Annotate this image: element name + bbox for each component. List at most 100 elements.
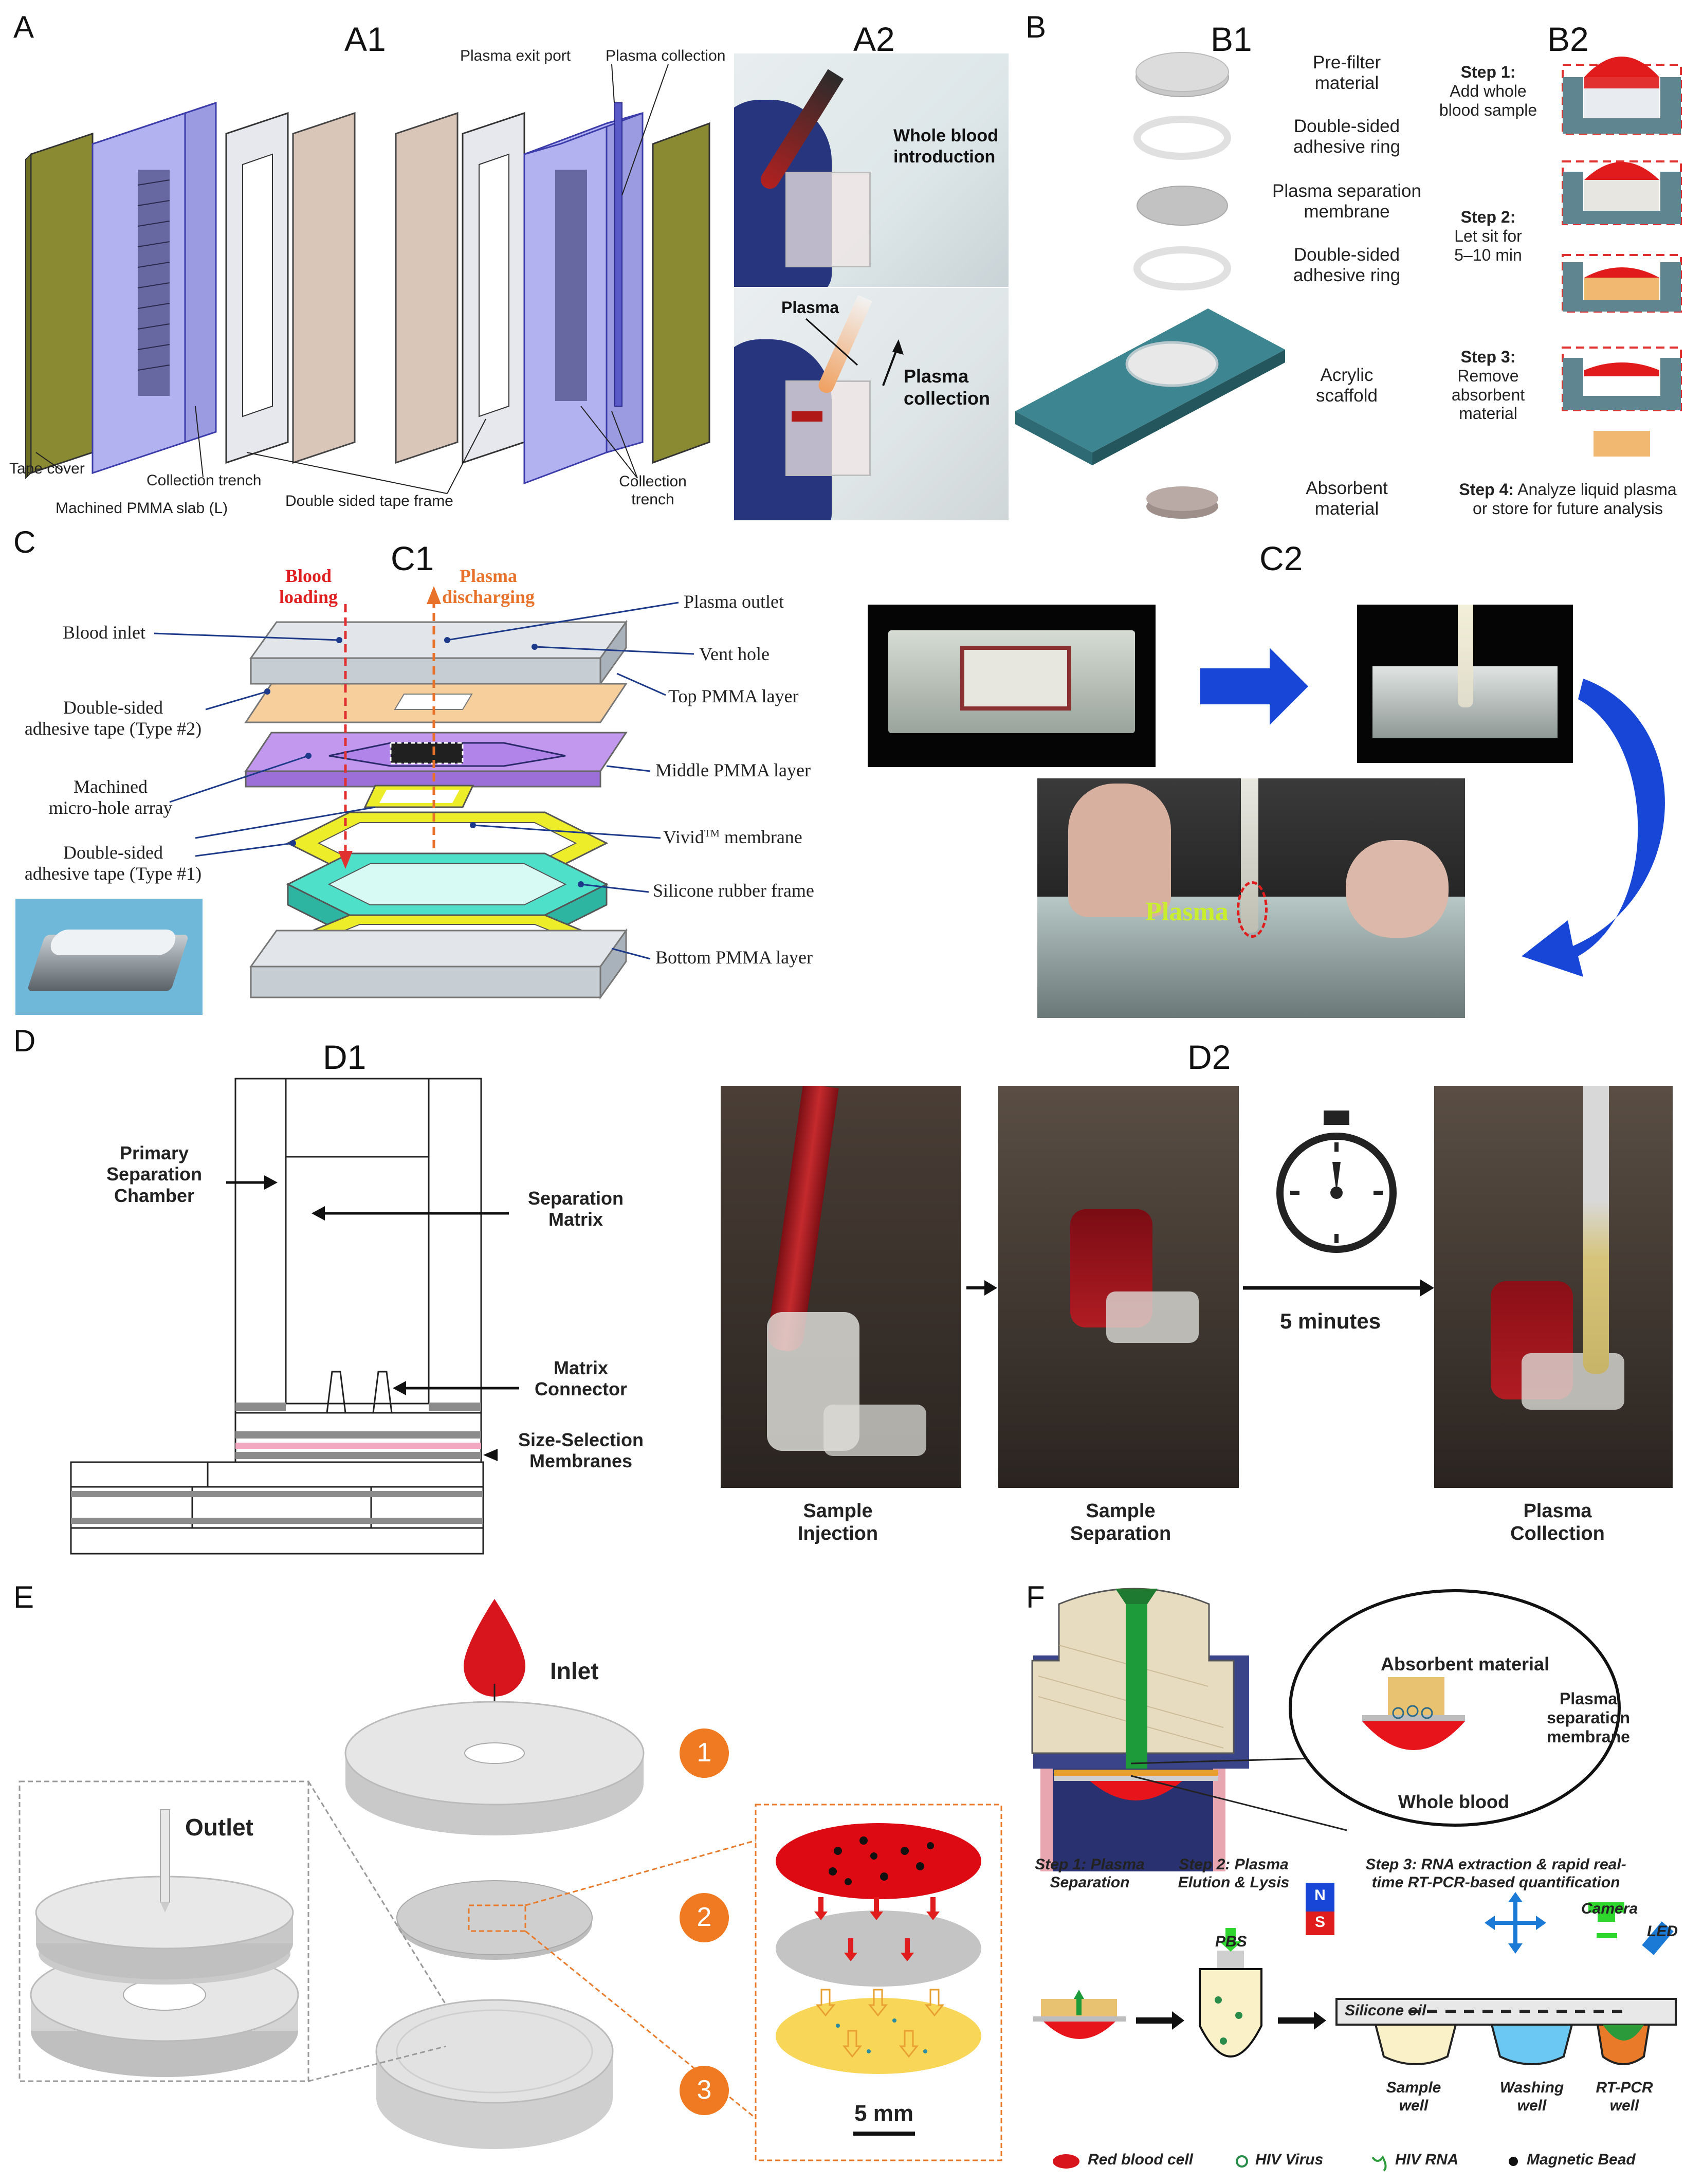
c1-label-tape1-1: Double-sided [63, 842, 163, 863]
f-legend-hiv-rna: HIV RNA [1395, 2151, 1459, 2168]
f-label-psm: Plasma separation membrane [1537, 1689, 1640, 1746]
b2-step2: Step 2: Let sit for 5–10 min [1424, 208, 1552, 264]
b2-step1: Step 1: Add whole blood sample [1424, 63, 1552, 119]
e-label-outlet: Outlet [185, 1814, 253, 1841]
device-red-band [792, 411, 822, 422]
photo-arrows [805, 318, 904, 386]
panel-label-a2: A2 [853, 20, 895, 58]
d1-label-primary-2: Separation [106, 1163, 203, 1185]
b2-device-step1 [1562, 57, 1682, 135]
d2-label-timer: 5 minutes [1280, 1309, 1381, 1333]
photo-d2-sample-separation [998, 1086, 1239, 1488]
b1-layer-absorbent-2: material [1314, 499, 1379, 519]
d2-caption-collection-2: Collection [1510, 1522, 1605, 1544]
f-label-sample-well-1: Sample [1386, 2079, 1441, 2096]
label-plasma-collection: Plasma collection [606, 47, 726, 64]
d1-label-matrix-2: Matrix [548, 1209, 603, 1230]
b2-step3-line2: absorbent [1451, 385, 1525, 404]
b2-step3: Step 3: Remove absorbent material [1424, 348, 1552, 423]
label-collection-trench-left: Collection trench [147, 472, 262, 489]
c1-label-middle-pmma: Middle PMMA layer [655, 760, 811, 780]
d1-label-separation-matrix: Separation Matrix [514, 1188, 637, 1230]
f-label-psm-3: membrane [1547, 1727, 1630, 1746]
panel-d1-cross-section [70, 1078, 519, 1555]
stopwatch-icon [1275, 1105, 1398, 1260]
d1-label-primary-1: Primary [119, 1142, 189, 1163]
panel-label-e: E [13, 1580, 34, 1614]
e-label-inlet: Inlet [550, 1658, 599, 1684]
b2-step1-line1: Add whole [1450, 81, 1527, 100]
b2-step4: Step 4: Analyze liquid plasma or store f… [1434, 480, 1701, 518]
label-collection-trench-right-1: Collection [619, 473, 687, 490]
plasma-circle-highlight [1237, 881, 1268, 938]
b2-step4-line2: or store for future analysis [1473, 499, 1663, 518]
b2-step3-line1: Remove [1457, 366, 1519, 385]
d1-label-membranes-1: Size-Selection [518, 1429, 644, 1450]
c1-label-top-pmma: Top PMMA layer [668, 686, 799, 706]
photo-d2-plasma-collection [1434, 1086, 1673, 1488]
d2-caption-collection-1: Plasma [1523, 1500, 1592, 1522]
b2-step1-title: Step 1: [1460, 63, 1516, 81]
c1-label-vivid-rest: membrane [719, 827, 802, 847]
f-label-sample-well-2: well [1399, 2097, 1429, 2114]
b1-layer-ring-1-1: Double-sided [1293, 116, 1400, 136]
f-step3-2: time RT-PCR-based quantification [1371, 1873, 1620, 1891]
panel-label-c2: C2 [1259, 539, 1303, 577]
label-collection-trench-right-2: trench [631, 490, 674, 508]
photo-c2-device-top [868, 605, 1156, 767]
panel-label-d2: D2 [1187, 1038, 1231, 1076]
pipette [1458, 605, 1473, 707]
photo-text-plasma-collection-1: Plasma [904, 366, 969, 387]
f-step2: Step 2: Plasma Elution & Lysis [1167, 1856, 1301, 1891]
d1-label-matrix-1: Separation [527, 1188, 624, 1209]
f-label-camera: Camera [1581, 1900, 1638, 1917]
b2-step4-line1: Analyze liquid plasma [1517, 480, 1677, 499]
c1-label-vent-hole: Vent hole [699, 644, 770, 664]
photo-text-plasma-collection-2: collection [904, 388, 991, 409]
f-step2-1: Step 2: Plasma [1179, 1856, 1289, 1873]
c1-blood-loading-1: Blood [285, 566, 332, 586]
c1-blood-loading-2: loading [279, 587, 338, 608]
d1-label-membranes-2: Membranes [529, 1450, 633, 1472]
photo-text-whole-blood-1: Whole blood [893, 126, 998, 145]
panel-b1-layer-stack [1015, 52, 1285, 519]
photo-text-plasma-collection: Plasma collection [904, 365, 990, 409]
d2-caption-separation-1: Sample [1086, 1500, 1156, 1522]
b2-device-step2b [1562, 254, 1682, 313]
c1-label-silicone: Silicone rubber frame [653, 880, 814, 901]
f-label-psm-2: separation [1547, 1708, 1630, 1727]
c1-label-plasma-outlet: Plasma outlet [684, 591, 784, 612]
e-badge-3: 3 [697, 2075, 712, 2105]
c1-label-vivid: VividTM membrane [663, 827, 802, 848]
c2-arrow-right [1200, 648, 1665, 977]
panel-c1-exploded-diagram [154, 586, 694, 1000]
b2-step3-title: Step 3: [1460, 348, 1516, 366]
panel-label-a1: A1 [344, 20, 386, 58]
f-label-whole-blood: Whole blood [1398, 1791, 1509, 1812]
f-label-washing-well-2: well [1517, 2097, 1547, 2114]
d1-label-primary-chamber: Primary Separation Chamber [98, 1142, 211, 1206]
b2-step3-line3: material [1459, 404, 1517, 423]
panel-label-c: C [13, 525, 36, 559]
panel-e-layered-disk-diagram [19, 1599, 1002, 2161]
photo-text-whole-blood: Whole blood introduction [893, 125, 998, 168]
device-membrane [960, 646, 1071, 711]
e-badge-2: 2 [697, 1902, 712, 1932]
photo-c2-plasma-collection: Plasma [1037, 778, 1465, 1018]
e-badge-1: 1 [697, 1738, 712, 1768]
d2-arrow-1 [966, 1279, 1434, 1297]
f-label-washing-well-1: Washing [1499, 2079, 1564, 2096]
photo-whole-blood-introduction: Whole blood introduction [734, 53, 1009, 287]
b1-layer-absorbent-1: Absorbent [1306, 478, 1388, 498]
label-machined-pmma-slab: Machined PMMA slab (L) [56, 500, 228, 517]
